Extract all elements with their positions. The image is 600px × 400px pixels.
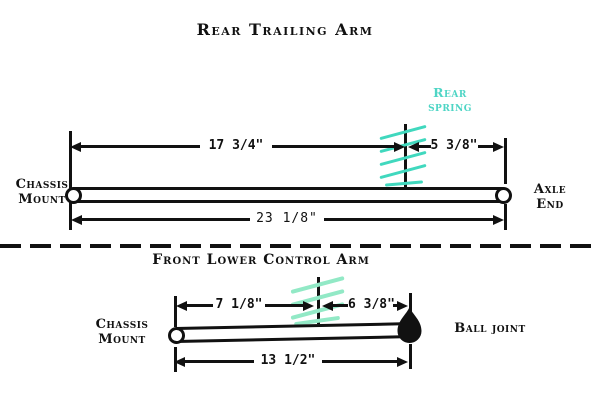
- extension-line-right-top: [503, 138, 507, 184]
- arrowhead-right-icon: [493, 142, 504, 152]
- dim-line: [331, 304, 348, 307]
- dim-line: [324, 218, 495, 221]
- arrowhead-left-icon: [408, 142, 419, 152]
- chassis-mount-label-line2: Mount: [98, 332, 146, 347]
- front-lower-control-arm-title: Front Lower Control Arm: [152, 252, 370, 268]
- extension-line-right-bottom: [408, 344, 412, 369]
- dim-5-3-8: 5 3/8": [430, 138, 478, 153]
- control-arm-tube: [167, 321, 416, 346]
- rear-spring-label-line1: Rear: [433, 85, 467, 100]
- dim-line: [80, 218, 250, 221]
- rear-spring-label: Rear spring: [408, 86, 492, 114]
- chassis-mount-label-bottom: Chassis Mount: [80, 317, 164, 347]
- axle-end-label-line2: End: [536, 197, 564, 212]
- control-arm-tube-body: [175, 322, 409, 344]
- chassis-mount-ring-bottom: [167, 326, 186, 344]
- arrowhead-right-icon: [397, 301, 408, 311]
- arrowhead-right-icon: [303, 301, 314, 311]
- arrowhead-right-icon: [397, 357, 408, 367]
- chassis-mount-ring: [64, 186, 82, 204]
- extension-line-left-top: [68, 131, 72, 230]
- extension-line-right-top: [503, 204, 507, 230]
- rear-spring-label-line2: spring: [428, 99, 472, 114]
- arrowhead-left-icon: [70, 142, 81, 152]
- arrowhead-left-icon: [71, 215, 82, 225]
- dashed-divider-line: [0, 244, 600, 248]
- dim-23-1-8: 23 1/8": [256, 211, 318, 226]
- chassis-mount-label-line2: Mount: [18, 192, 66, 207]
- arrowhead-left-icon: [322, 301, 333, 311]
- axle-end-label-line1: Axle: [533, 182, 567, 197]
- ball-joint-label: Ball joint: [454, 321, 526, 336]
- dim-17-3-4: 17 3/4": [208, 138, 264, 153]
- extension-line-right-bottom: [408, 293, 412, 314]
- axle-end-label: Axle End: [522, 182, 578, 212]
- trailing-arm-tube: [73, 187, 503, 203]
- arrowhead-right-icon: [394, 142, 405, 152]
- ball-joint-shape: [397, 307, 422, 343]
- axle-end-ring: [494, 186, 512, 204]
- arrowhead-right-icon: [493, 215, 504, 225]
- dim-line: [393, 304, 399, 307]
- rear-trailing-arm-title: Rear Trailing Arm: [196, 20, 374, 39]
- chassis-mount-label-line1: Chassis: [15, 177, 69, 192]
- extension-line-left-bottom: [173, 296, 177, 327]
- rear-spring-hatch: [379, 150, 427, 167]
- dim-line: [183, 360, 254, 363]
- chassis-mount-label-top: Chassis Mount: [0, 177, 84, 207]
- dim-line: [272, 145, 396, 148]
- arrowhead-left-icon: [176, 301, 187, 311]
- dim-6-3-8: 6 3/8": [348, 297, 395, 312]
- rear-spring-hatch: [379, 163, 427, 180]
- rear-spring-hatch: [379, 124, 427, 141]
- arrowhead-left-icon: [174, 357, 185, 367]
- dim-13-1-2: 13 1/2": [260, 353, 316, 368]
- dim-line: [265, 304, 304, 307]
- dim-line: [417, 145, 431, 148]
- dim-line: [478, 145, 495, 148]
- dim-line: [185, 304, 213, 307]
- dim-line: [322, 360, 398, 363]
- dim-7-1-8: 7 1/8": [215, 297, 263, 312]
- dim-line: [79, 145, 200, 148]
- chassis-mount-label-line1: Chassis: [95, 317, 149, 332]
- front-spring-centerline: [317, 277, 320, 327]
